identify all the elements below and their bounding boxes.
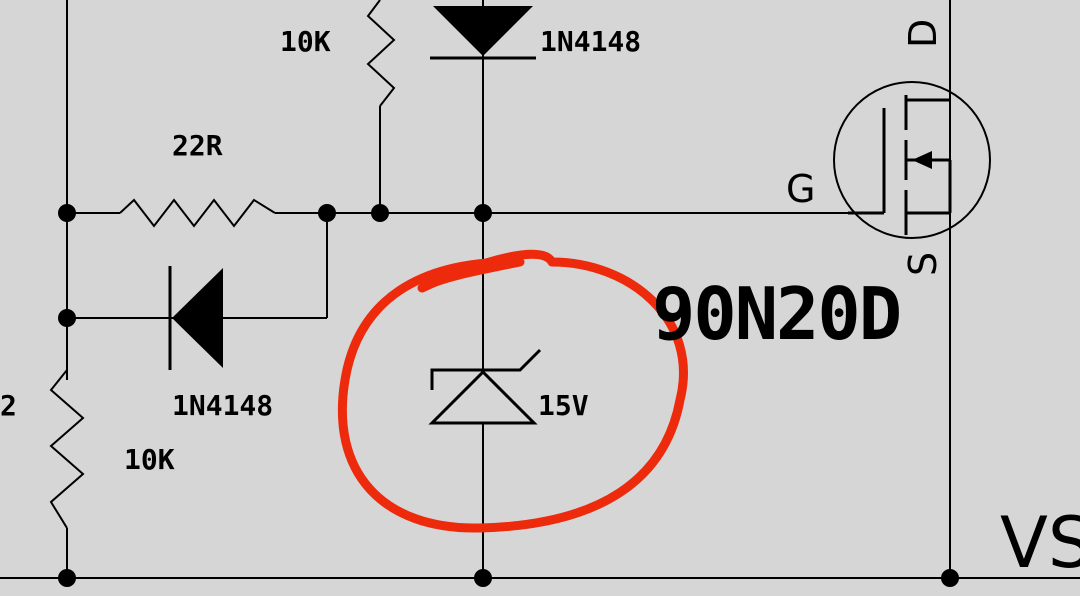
diode-top bbox=[430, 6, 536, 60]
resistor-10k-top bbox=[366, 0, 396, 107]
diode-left bbox=[168, 266, 223, 370]
mosfet-arrow bbox=[912, 151, 932, 169]
label-d-left: 1N4148 bbox=[172, 389, 274, 422]
resistor-22r bbox=[119, 198, 276, 228]
label-d-top: 1N4148 bbox=[540, 25, 642, 58]
zener-diode bbox=[428, 348, 542, 425]
label-rail-vs: VS bbox=[1000, 502, 1080, 584]
label-r-left: 10K bbox=[124, 443, 175, 476]
label-pin-d: D bbox=[901, 18, 945, 48]
mosfet-internal bbox=[848, 95, 952, 235]
label-pin-g: G bbox=[786, 167, 816, 211]
label-pin-s: S bbox=[901, 251, 945, 276]
junctions bbox=[58, 204, 959, 587]
label-r-top: 10K bbox=[280, 25, 331, 58]
label-r-mid: 22R bbox=[172, 129, 223, 162]
annotation-circle bbox=[337, 249, 688, 533]
resistor-10k-left bbox=[49, 369, 85, 529]
label-r-left-partial: 2 bbox=[0, 389, 17, 422]
label-mosfet-part: 90N20D bbox=[652, 272, 902, 356]
label-zener: 15V bbox=[538, 389, 589, 422]
mosfet-body bbox=[833, 81, 991, 239]
